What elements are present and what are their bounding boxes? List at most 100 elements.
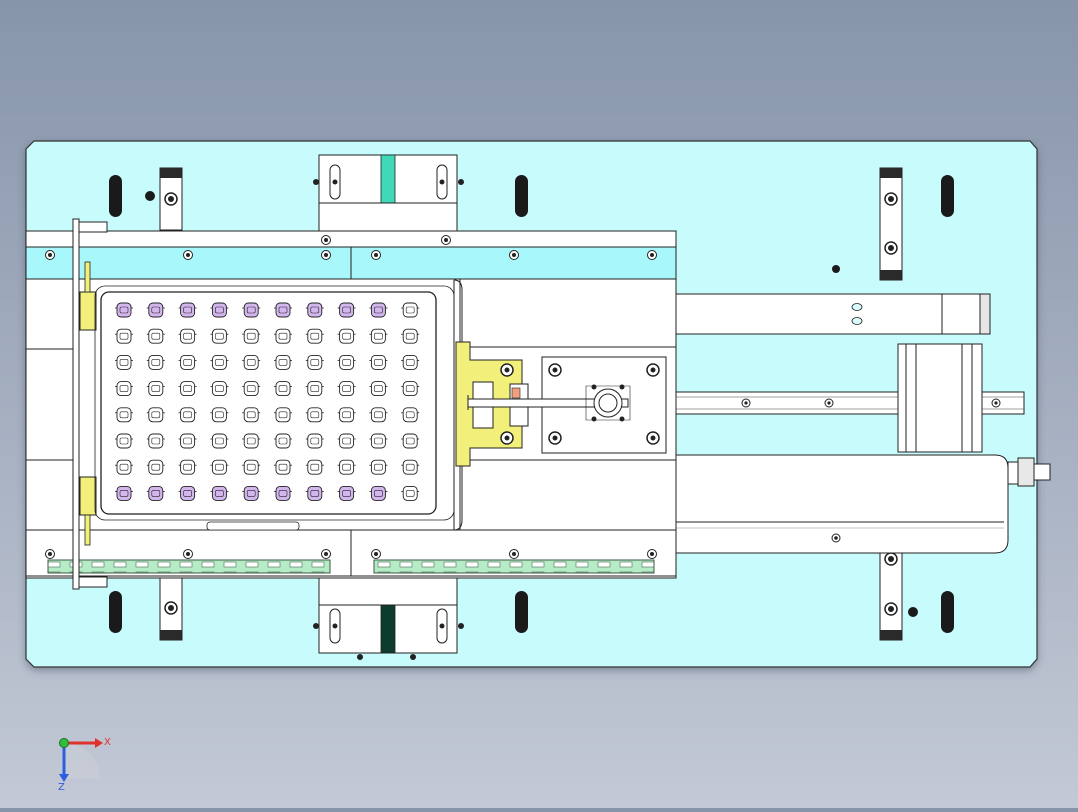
tray-pocket bbox=[115, 381, 133, 397]
tray-pocket bbox=[210, 485, 229, 501]
tray-pocket bbox=[369, 302, 388, 318]
tray-pocket bbox=[337, 354, 356, 370]
tray-pocket bbox=[305, 433, 324, 449]
tray-pocket bbox=[369, 381, 388, 397]
tray-pocket bbox=[337, 302, 356, 318]
tray-pocket bbox=[178, 433, 197, 449]
tray-pocket bbox=[305, 381, 324, 397]
tray-pocket bbox=[274, 433, 292, 449]
screw-head bbox=[647, 549, 657, 559]
tray-pocket bbox=[210, 328, 229, 344]
tray-pocket bbox=[115, 485, 133, 501]
tray-pocket bbox=[178, 302, 197, 318]
screw-head bbox=[183, 250, 193, 260]
screw-head bbox=[45, 549, 55, 559]
tray-pocket bbox=[210, 381, 229, 397]
triad-x-label: X bbox=[104, 737, 111, 748]
tray-pocket bbox=[337, 381, 356, 397]
tray-pocket bbox=[369, 433, 388, 449]
tray-pocket bbox=[146, 354, 165, 370]
tray-pocket bbox=[369, 459, 388, 475]
tray-pocket bbox=[274, 354, 292, 370]
tray-pocket bbox=[146, 485, 165, 501]
screw-head bbox=[183, 549, 193, 559]
tray-pocket bbox=[369, 354, 388, 370]
tray-pocket bbox=[115, 302, 133, 318]
tray-pocket bbox=[337, 485, 356, 501]
triad-z-label: Z bbox=[58, 782, 65, 793]
tray-pocket bbox=[178, 485, 197, 501]
tray-pocket bbox=[274, 381, 292, 397]
motor-mount bbox=[897, 343, 983, 453]
tray-pocket bbox=[178, 381, 197, 397]
tray-pocket bbox=[146, 407, 165, 423]
stop-block-top-left bbox=[159, 167, 183, 231]
tray-pocket bbox=[369, 328, 388, 344]
tray-pocket bbox=[146, 328, 165, 344]
tray-pocket bbox=[305, 407, 324, 423]
tray-pocket bbox=[401, 302, 420, 318]
tray-pocket bbox=[178, 459, 197, 475]
tray-pocket bbox=[210, 407, 229, 423]
screw-head bbox=[441, 235, 451, 245]
tray-pocket bbox=[401, 354, 420, 370]
screw-head bbox=[321, 250, 331, 260]
tray-pocket bbox=[115, 354, 133, 370]
screw-head bbox=[371, 549, 381, 559]
tray-pocket bbox=[401, 328, 420, 344]
tray-pocket bbox=[242, 381, 261, 397]
tray-pocket bbox=[242, 302, 261, 318]
tray-pocket bbox=[210, 459, 229, 475]
tray-pocket bbox=[369, 407, 388, 423]
tray-pocket bbox=[242, 407, 261, 423]
mounting-slots bbox=[109, 175, 954, 633]
tray-pocket bbox=[178, 328, 197, 344]
screw-head bbox=[371, 250, 381, 260]
tray-pocket bbox=[274, 485, 292, 501]
tray-pocket bbox=[274, 459, 292, 475]
screw-head bbox=[647, 250, 657, 260]
tray-pocket bbox=[242, 328, 261, 344]
tray-pocket bbox=[146, 381, 165, 397]
screw-head bbox=[321, 235, 331, 245]
tray-pocket bbox=[178, 407, 197, 423]
tray-pocket bbox=[115, 328, 133, 344]
tray-pocket bbox=[305, 485, 324, 501]
product-tray bbox=[94, 279, 463, 531]
clamp-block-bottom bbox=[313, 576, 464, 660]
screw-head bbox=[45, 250, 55, 260]
tray-pocket bbox=[401, 485, 420, 501]
tray-pocket bbox=[401, 459, 420, 475]
tray-pocket bbox=[146, 302, 165, 318]
tray-pocket bbox=[274, 302, 292, 318]
tray-pocket bbox=[305, 459, 324, 475]
tray-pocket bbox=[210, 354, 229, 370]
tray-pocket bbox=[242, 459, 261, 475]
gripper-assembly bbox=[455, 341, 667, 467]
tray-pocket bbox=[115, 459, 133, 475]
screw-head bbox=[321, 549, 331, 559]
cylinder-body bbox=[669, 454, 1051, 554]
tray-pocket bbox=[242, 354, 261, 370]
stop-block-bottom-right bbox=[879, 549, 903, 641]
tray-pocket bbox=[274, 328, 292, 344]
tray-pocket bbox=[146, 459, 165, 475]
coordinate-triad-icon: X Z bbox=[58, 737, 111, 793]
tray-pocket bbox=[337, 407, 356, 423]
tray-pocket bbox=[401, 407, 420, 423]
tray-pocket-grid bbox=[115, 302, 420, 501]
tray-pocket bbox=[337, 328, 356, 344]
tray-pocket bbox=[401, 381, 420, 397]
clamp-block-top bbox=[313, 154, 464, 232]
tray-pocket bbox=[210, 302, 229, 318]
stop-blocks bbox=[159, 167, 903, 641]
tray-pocket bbox=[305, 302, 324, 318]
rail-screws bbox=[45, 235, 657, 559]
tray-pocket bbox=[369, 485, 388, 501]
upper-arm-bar bbox=[675, 293, 991, 335]
tray-pocket bbox=[337, 433, 356, 449]
screw-head bbox=[509, 250, 519, 260]
tray-pocket bbox=[337, 459, 356, 475]
